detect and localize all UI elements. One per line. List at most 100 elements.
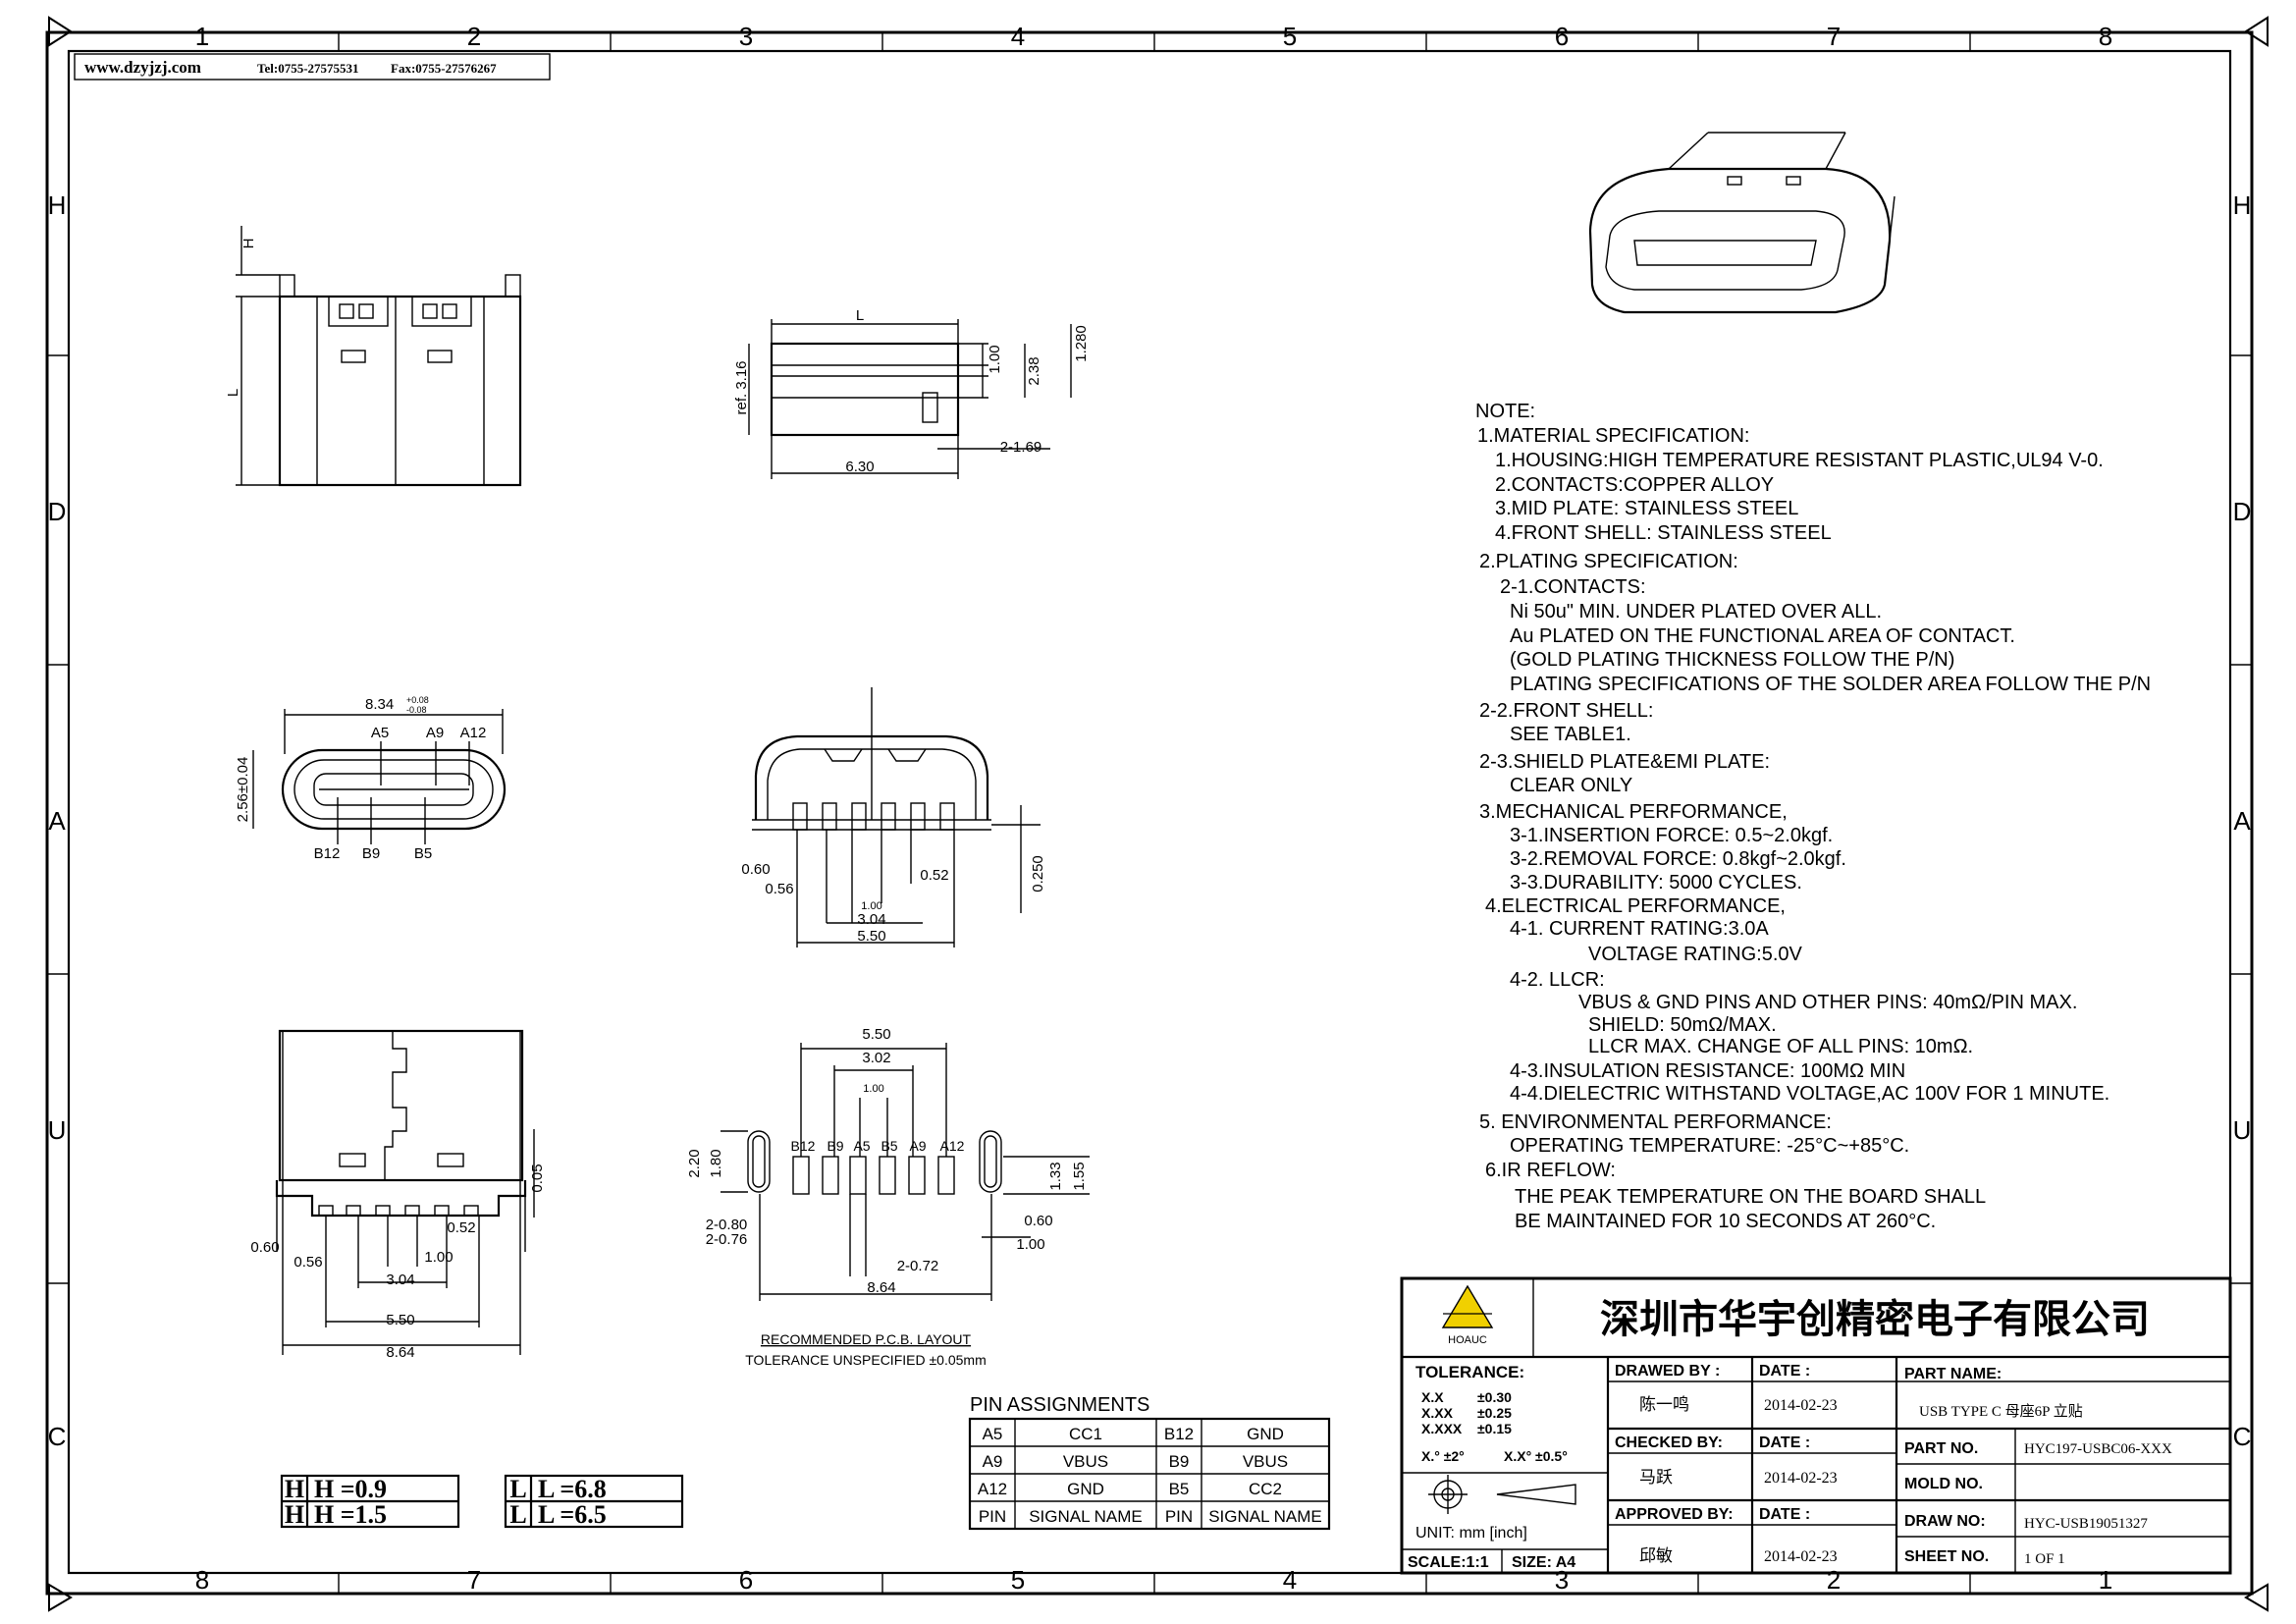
zone-left-a: A xyxy=(48,806,66,836)
note-line: 5. ENVIRONMENTAL PERFORMANCE: xyxy=(1479,1111,1832,1133)
note-line: 2-3.SHIELD PLATE&EMI PLATE: xyxy=(1479,751,1770,773)
dim-052b: 0.52 xyxy=(447,1219,475,1236)
zone-top-3: 3 xyxy=(739,22,753,51)
zone-top-5: 5 xyxy=(1283,22,1297,51)
dim-630: 6.30 xyxy=(845,459,874,475)
dim-256: 2.56±0.04 xyxy=(235,757,251,823)
draw-no: HYC-USB19051327 xyxy=(2024,1516,2148,1532)
pcb-caption-1: RECOMMENDED P.C.B. LAYOUT xyxy=(761,1331,972,1347)
zone-top-6: 6 xyxy=(1555,22,1569,51)
date-label-1: DATE : xyxy=(1759,1363,1810,1380)
hl-l2-val: L =6.5 xyxy=(538,1500,607,1529)
zone-right-h: H xyxy=(2233,190,2252,220)
note-line: 2-1.CONTACTS: xyxy=(1500,576,1646,598)
tolerance-label: TOLERANCE: xyxy=(1415,1363,1524,1381)
pcb-dim-060: 0.60 xyxy=(1024,1213,1052,1229)
pcb-dim-100: 1.00 xyxy=(863,1083,883,1095)
note-line: 1.MATERIAL SPECIFICATION: xyxy=(1477,425,1749,447)
zone-top-1: 1 xyxy=(195,22,209,51)
note-line: 4.ELECTRICAL PERFORMANCE, xyxy=(1485,895,1786,917)
dim-ref: ref. 3.16 xyxy=(733,360,750,414)
tol-xx-val: ±0.25 xyxy=(1477,1405,1512,1421)
note-line: OPERATING TEMPERATURE: -25°C~+85°C. xyxy=(1510,1135,1909,1157)
website-text: www.dzyjzj.com xyxy=(84,58,201,77)
dim-056b: 0.56 xyxy=(294,1254,322,1271)
pin-table-cell: VBUS xyxy=(1063,1452,1108,1471)
tel-text: Tel:0755-27575531 xyxy=(257,61,359,76)
sheet-no: 1 OF 1 xyxy=(2024,1551,2065,1567)
part-name: USB TYPE C 母座6P 立贴 xyxy=(1919,1403,2083,1420)
note-line: THE PEAK TEMPERATURE ON THE BOARD SHALL xyxy=(1515,1186,1986,1208)
dim-550: 5.50 xyxy=(857,928,885,945)
dim-834-minus: -0.08 xyxy=(406,705,427,715)
note-line: 4-1. CURRENT RATING:3.0A xyxy=(1510,918,1769,940)
pin-table-cell: CC1 xyxy=(1069,1425,1102,1443)
dim-834-plus: +0.08 xyxy=(406,695,429,705)
part-name-label: PART NAME: xyxy=(1904,1366,2002,1382)
part-no: HYC197-USBC06-XXX xyxy=(2024,1441,2172,1457)
pin-b12: B12 xyxy=(314,845,341,862)
dim-2169: 2-1.69 xyxy=(1000,439,1042,456)
note-line: 3-1.INSERTION FORCE: 0.5~2.0kgf. xyxy=(1510,825,1833,846)
checked-by-label: CHECKED BY: xyxy=(1615,1435,1723,1451)
header-box xyxy=(74,53,551,81)
rear-view: 0.60 0.56 1.00 0.52 3.04 5.50 8.64 0.05 xyxy=(250,1029,546,1361)
zone-bottom-1: 1 xyxy=(2099,1565,2112,1595)
note-line: CLEAR ONLY xyxy=(1510,775,1632,796)
zone-top-8: 8 xyxy=(2099,22,2112,51)
dim-056: 0.56 xyxy=(765,881,793,897)
note-line: 4-2. LLCR: xyxy=(1510,969,1605,991)
date-3: 2014-02-23 xyxy=(1764,1548,1838,1565)
zone-right-a: A xyxy=(2233,806,2251,836)
zone-top-7: 7 xyxy=(1827,22,1841,51)
zone-left-h: H xyxy=(48,190,67,220)
pcb-pin-b12: B12 xyxy=(791,1138,816,1154)
draw-no-label: DRAW NO: xyxy=(1904,1513,1986,1530)
pcb-dim-100b: 1.00 xyxy=(1016,1236,1044,1253)
pcb-dim-220: 2.20 xyxy=(686,1149,703,1177)
dim-238: 2.38 xyxy=(1026,356,1042,385)
note-line: 3.MECHANICAL PERFORMANCE, xyxy=(1479,801,1788,823)
sheet-no-label: SHEET NO. xyxy=(1904,1548,1989,1565)
pin-table-cell: CC2 xyxy=(1249,1480,1282,1498)
note-line: 6.IR REFLOW: xyxy=(1485,1160,1616,1181)
part-no-label: PART NO. xyxy=(1904,1440,1978,1457)
tol-x-val: ±0.30 xyxy=(1477,1389,1512,1405)
pcb-layout-view: 5.50 3.02 1.00 2.20 1.80 1.33 1.55 2-0.8… xyxy=(686,1026,1090,1368)
zone-left-d: D xyxy=(48,497,67,526)
note-line: BE MAINTAINED FOR 10 SECONDS AT 260°C. xyxy=(1515,1211,1936,1232)
pin-table-cell: GND xyxy=(1247,1425,1284,1443)
pcb-pin-b9: B9 xyxy=(827,1138,843,1154)
zone-right-u: U xyxy=(2233,1115,2252,1145)
connector-3d-view xyxy=(1588,132,1896,314)
pin-table-cell: SIGNAL NAME xyxy=(1029,1507,1143,1526)
note-line: Au PLATED ON THE FUNCTIONAL AREA OF CONT… xyxy=(1510,625,2015,647)
corner-arrow-icon xyxy=(2244,16,2269,47)
note-line: 2.CONTACTS:COPPER ALLOY xyxy=(1495,474,1774,496)
pcb-dim-550: 5.50 xyxy=(862,1026,890,1043)
tol-xxx: X.XXX xyxy=(1421,1421,1463,1436)
zone-right-d: D xyxy=(2233,497,2252,526)
pcb-dim-864: 8.64 xyxy=(867,1279,895,1296)
zone-ticks xyxy=(47,32,2252,1594)
note-line: Ni 50u" MIN. UNDER PLATED OVER ALL. xyxy=(1510,601,1882,623)
fax-text: Fax:0755-27576267 xyxy=(391,61,497,76)
note-line: 3-2.REMOVAL FORCE: 0.8kgf~2.0kgf. xyxy=(1510,848,1846,870)
inner-border xyxy=(67,49,2232,1575)
tol-ang1: X.° ±2° xyxy=(1421,1448,1465,1464)
note-line: 4-3.INSULATION RESISTANCE: 100MΩ MIN xyxy=(1510,1060,1905,1082)
side-profile-view: ref. 3.16 L 6.30 1.00 2.38 1.280 2-1.69 xyxy=(733,307,1090,479)
dim-060: 0.60 xyxy=(741,861,770,878)
dim-l2: L xyxy=(856,307,864,324)
pin-table-cell: B12 xyxy=(1164,1425,1194,1443)
pcb-dim-133: 1.33 xyxy=(1047,1162,1064,1190)
pcb-pin-a9: A9 xyxy=(909,1138,926,1154)
zone-bottom-4: 4 xyxy=(1283,1565,1297,1595)
checked-by: 马跃 xyxy=(1639,1468,1673,1487)
hl-h2-val: H =1.5 xyxy=(314,1500,387,1529)
zone-bottom-5: 5 xyxy=(1011,1565,1025,1595)
drawn-by: 陈一鸣 xyxy=(1639,1395,1689,1414)
dim-060b: 0.60 xyxy=(250,1239,279,1256)
hl-h1: H xyxy=(285,1475,304,1503)
zone-left-u: U xyxy=(48,1115,67,1145)
